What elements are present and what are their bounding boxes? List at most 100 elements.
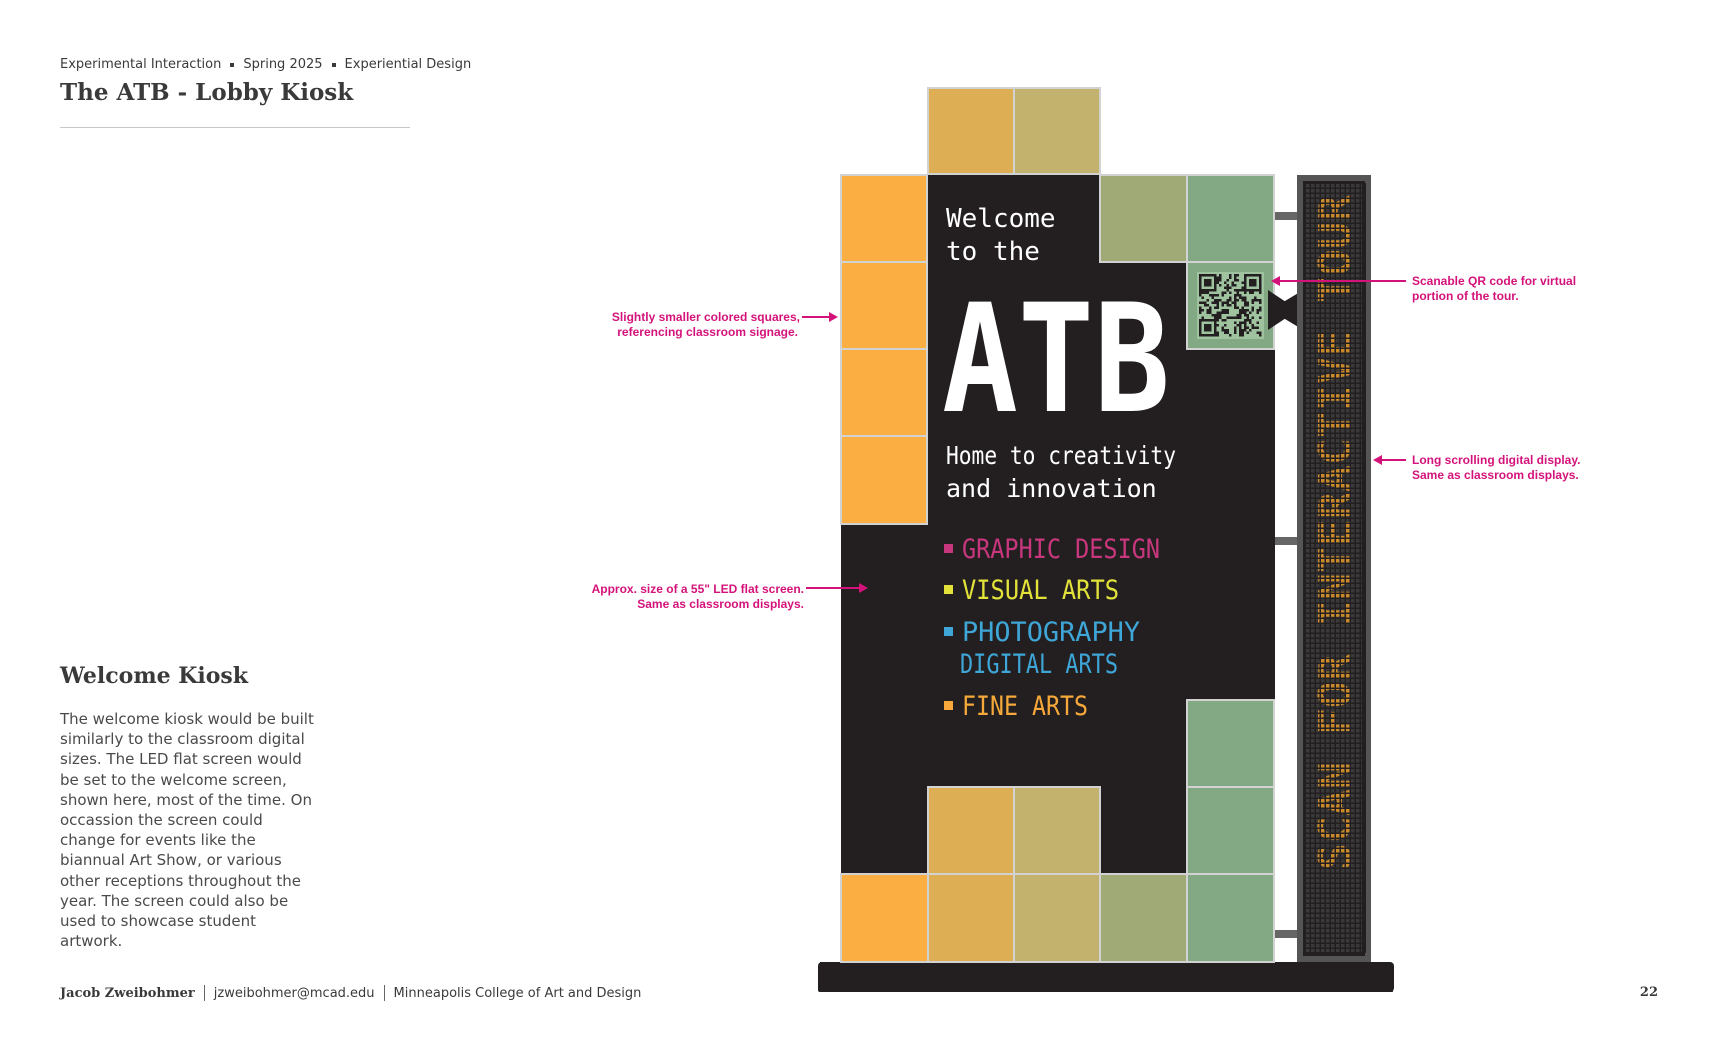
qr-module [1219, 276, 1222, 279]
qr-module [1234, 301, 1237, 304]
qr-module [1201, 274, 1204, 277]
led-grid-line [1304, 602, 1364, 604]
qr-module [1259, 274, 1262, 277]
qr-module [1214, 286, 1217, 289]
tile [840, 873, 929, 963]
qr-module [1214, 276, 1217, 279]
footer: Jacob Zweibohmer jzweibohmer@mcad.edu Mi… [60, 985, 641, 1001]
qr-module [1254, 284, 1257, 287]
qr-module [1226, 329, 1229, 332]
qr-module [1206, 311, 1209, 314]
qr-module [1249, 289, 1252, 292]
qr-module [1239, 289, 1242, 292]
qr-module [1221, 309, 1224, 312]
led-grid-line [1304, 922, 1364, 924]
qr-module [1239, 326, 1242, 329]
tile [1013, 786, 1101, 875]
led-grid-line [1304, 907, 1364, 909]
led-grid-line [1304, 327, 1364, 329]
qr-module [1199, 276, 1202, 279]
led-grid-line [1304, 252, 1364, 254]
led-grid-line [1304, 457, 1364, 459]
qr-module [1246, 274, 1249, 277]
qr-module [1244, 274, 1247, 277]
qr-module [1224, 309, 1227, 312]
led-grid-line [1304, 812, 1364, 814]
led-grid-line [1304, 507, 1364, 509]
qr-module [1234, 321, 1237, 324]
led-grid-line [1304, 212, 1364, 214]
qr-module [1251, 284, 1254, 287]
qr-module [1246, 316, 1249, 319]
led-dot-mask [1304, 183, 1366, 954]
qr-module [1209, 294, 1212, 297]
annotation-line: Slightly smaller colored squares, [611, 310, 800, 324]
qr-module [1241, 306, 1244, 309]
program-digital-arts: DIGITAL ARTS [960, 649, 1118, 680]
qr-module [1246, 309, 1249, 312]
qr-module [1229, 296, 1232, 299]
led-grid-line [1304, 392, 1364, 394]
qr-module [1236, 299, 1239, 302]
color-tiles [840, 87, 1275, 963]
qr-module [1239, 334, 1242, 337]
qr-module [1199, 289, 1202, 292]
qr-module [1199, 331, 1202, 334]
qr-module [1254, 326, 1257, 329]
led-grid-line [1304, 762, 1364, 764]
qr-module [1241, 309, 1244, 312]
qr-module [1244, 291, 1247, 294]
qr-module [1254, 289, 1257, 292]
led-grid-line [1304, 192, 1364, 194]
led-grid-line [1304, 657, 1364, 659]
qr-module [1199, 311, 1202, 314]
tile [1186, 786, 1275, 875]
qr-module [1219, 284, 1222, 287]
qr-module [1199, 324, 1202, 327]
qr-module [1209, 329, 1212, 332]
qr-module [1199, 281, 1202, 284]
led-grid-line [1304, 287, 1364, 289]
qr-module [1231, 281, 1234, 284]
led-grid-line [1304, 792, 1364, 794]
footer-email[interactable]: jzweibohmer@mcad.edu [213, 985, 375, 1001]
led-grid-line [1304, 572, 1364, 574]
qr-module [1206, 279, 1209, 282]
led-grid-line [1304, 612, 1364, 614]
led-grid-line [1304, 827, 1364, 829]
led-grid-line [1304, 912, 1364, 914]
qr-module [1256, 311, 1259, 314]
led-grid-line [1304, 242, 1364, 244]
led-grid-line [1304, 397, 1364, 399]
led-grid-line [1304, 322, 1364, 324]
qr-module [1199, 286, 1202, 289]
tile [840, 435, 928, 525]
qr-pointer-arrow [1270, 292, 1300, 328]
qr-module [1209, 279, 1212, 282]
program-photography: PHOTOGRAPHY [962, 617, 1140, 648]
qr-module [1221, 326, 1224, 329]
qr-module [1226, 316, 1229, 319]
led-grid-line [1304, 587, 1364, 589]
qr-module [1256, 331, 1259, 334]
qr-module [1244, 319, 1247, 322]
qr-module [1249, 284, 1252, 287]
qr-module [1226, 304, 1229, 307]
led-grid-line [1304, 412, 1364, 414]
led-grid-line [1304, 897, 1364, 899]
qr-module [1206, 329, 1209, 332]
program-graphic-design: GRAPHIC DESIGN [962, 534, 1160, 565]
qr-module [1214, 301, 1217, 304]
led-grid-line [1304, 712, 1364, 714]
qr-module [1216, 324, 1219, 327]
qr-module [1244, 279, 1247, 282]
qr-module [1209, 324, 1212, 327]
qr-module [1216, 331, 1219, 334]
qr-module [1219, 299, 1222, 302]
qr-module [1214, 316, 1217, 319]
led-grid-line [1304, 237, 1364, 239]
qr-module [1204, 329, 1207, 332]
qr-module [1206, 324, 1209, 327]
qr-module [1204, 334, 1207, 337]
led-grid-line [1304, 277, 1364, 279]
